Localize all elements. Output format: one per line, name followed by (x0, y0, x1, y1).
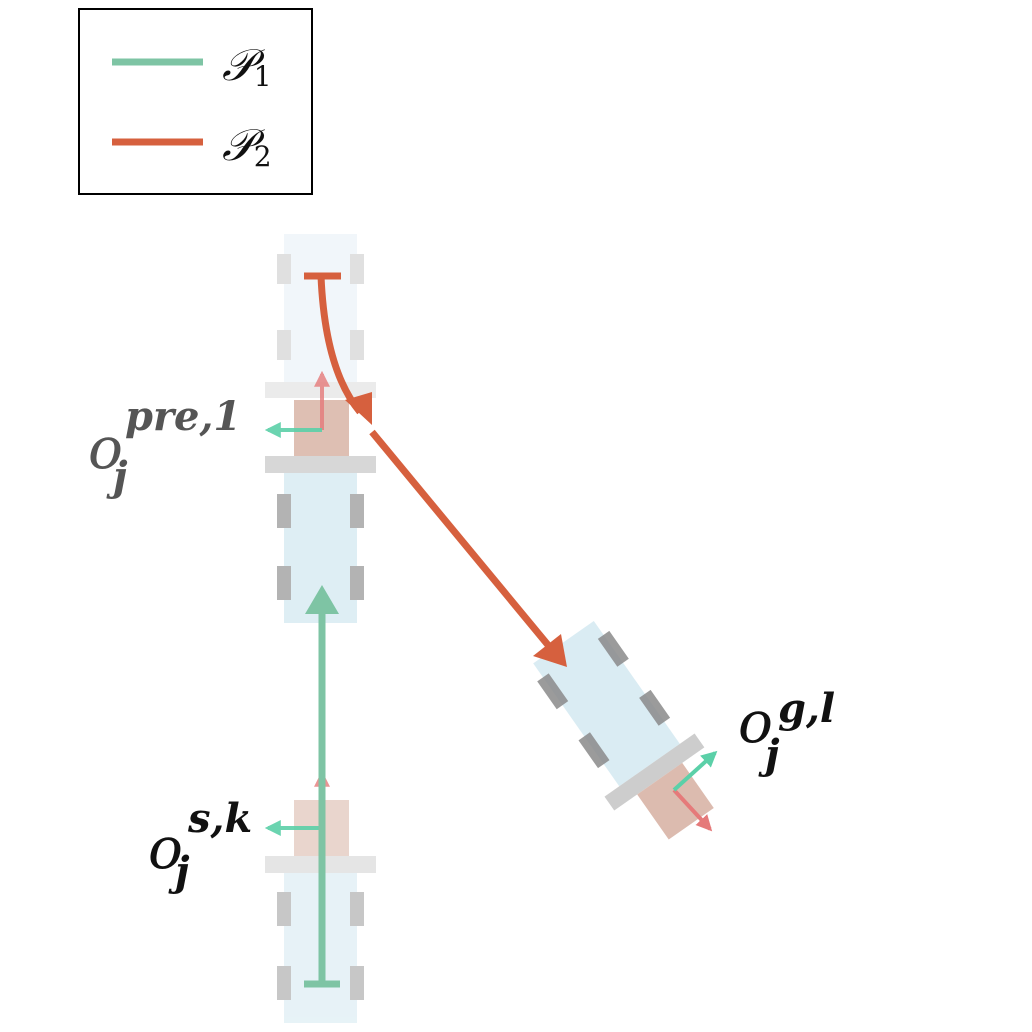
start-label-sup: s,k (187, 795, 252, 842)
legend: 𝒫1 𝒫2 (78, 8, 313, 195)
goal-label: o (738, 688, 773, 756)
pre-grasp-vehicle (265, 234, 376, 398)
path-1-arrow (304, 585, 340, 988)
path-2-arrow (304, 272, 567, 667)
start-label: o (148, 814, 183, 882)
pre-grasp-label-sup: pre,1 (125, 393, 241, 440)
goal-vehicle (533, 620, 714, 840)
goal-label-sup: g,l (778, 685, 835, 732)
pre-grasp-object (264, 370, 376, 473)
goal-frame (672, 750, 718, 832)
pre-grasp-label: o (88, 414, 123, 482)
